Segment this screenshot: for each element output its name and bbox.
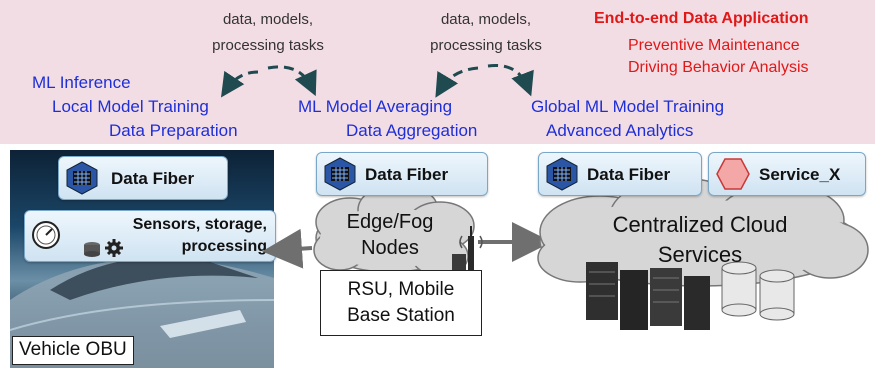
data-fiber-icon (546, 157, 578, 191)
edge-task-data-aggregation: Data Aggregation (346, 121, 478, 140)
vehicle-obu-label: Vehicle OBU (12, 336, 134, 365)
task-label-left-1: data, models, (222, 11, 314, 28)
data-fiber-icon (66, 161, 98, 195)
left-up-arrow (267, 65, 317, 97)
car-windshield (50, 257, 258, 300)
edge-node-label-1: Edge/Fog (346, 211, 434, 233)
edge-data-fiber-label: Data Fiber (365, 165, 449, 184)
gear-icon (105, 239, 123, 257)
left-down-arrow (221, 70, 259, 98)
cloud-data-fiber-box: Data Fiber (538, 152, 702, 196)
service-label: Service_X (759, 165, 841, 184)
database-icon (721, 261, 795, 321)
server-rack-icon (586, 262, 710, 330)
task-label-left-2: processing tasks (212, 37, 324, 54)
app-item-driving-behavior: Driving Behavior Analysis (628, 59, 809, 76)
task-label-right-2: processing tasks (430, 37, 542, 54)
storage-icon (84, 242, 100, 257)
car-hood-highlight (10, 299, 274, 331)
sensors-box: Sensors, storage, processing (24, 210, 276, 262)
cloud-task-global-training: Global ML Model Training (531, 97, 725, 116)
sensors-label-line1: Sensors, storage, (132, 216, 267, 233)
vehicle-task-local-training: Local Model Training (52, 97, 209, 116)
right-up-arrow (487, 63, 534, 97)
task-label-right-1: data, models, (440, 11, 532, 28)
vehicle-task-ml-inference: ML Inference (32, 73, 131, 92)
edge-data-fiber-box: Data Fiber (316, 152, 488, 196)
gauge-icon (32, 221, 60, 249)
cloud-label-2: Services (657, 242, 743, 267)
edge-task-model-averaging: ML Model Averaging (298, 97, 453, 116)
cloud-data-fiber-label: Data Fiber (587, 165, 671, 184)
vehicle-data-fiber-label: Data Fiber (111, 169, 195, 188)
edge-node-label-2: Nodes (361, 237, 419, 259)
service-box: Service_X (708, 152, 866, 196)
vehicle-edge-arrow (262, 228, 313, 269)
app-item-preventive-maintenance: Preventive Maintenance (628, 37, 800, 54)
vehicle-data-fiber-box: Data Fiber (58, 156, 228, 200)
car-headlight (160, 310, 246, 338)
rsu-label-line2: Base Station (347, 305, 455, 326)
rsu-box: RSU, Mobile Base Station (320, 270, 482, 336)
vehicle-task-data-preparation: Data Preparation (109, 121, 238, 140)
cloud-label-1: Centralized Cloud (612, 212, 788, 237)
cloud-task-advanced-analytics: Advanced Analytics (546, 121, 694, 140)
rsu-label-line1: RSU, Mobile (347, 279, 455, 300)
data-fiber-icon (324, 157, 356, 191)
app-title: End-to-end Data Application (594, 10, 809, 27)
service-hexagon-icon (716, 158, 750, 190)
right-down-arrow (435, 66, 479, 98)
sensors-label-line2: processing (181, 238, 267, 255)
